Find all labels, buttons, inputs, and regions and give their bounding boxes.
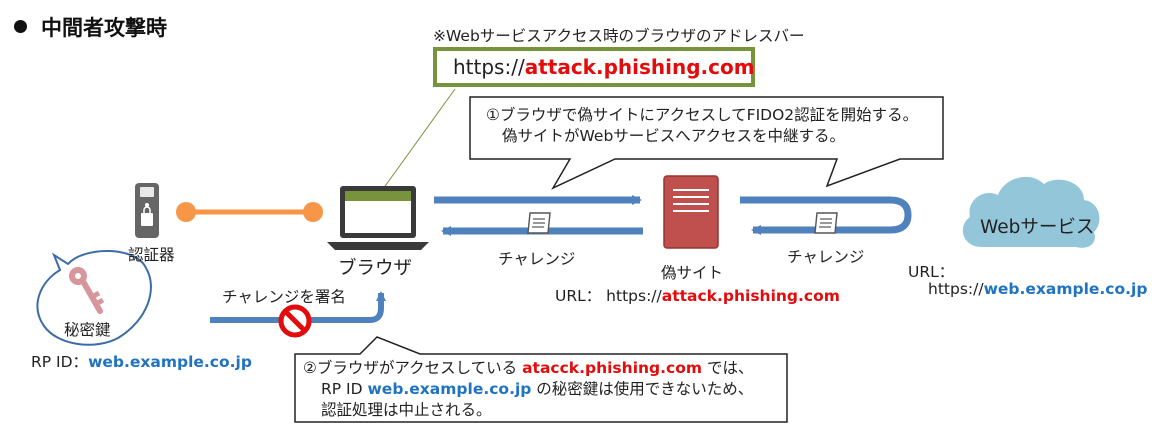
sign-challenge-label: チャレンジを署名 <box>222 288 346 306</box>
signing-path-blocked <box>210 291 386 323</box>
callout1-bubble <box>469 96 944 190</box>
address-domain: attack.phishing.com <box>524 55 755 79</box>
browser-laptop-icon <box>327 186 429 250</box>
address-prefix: https:// <box>453 55 525 79</box>
callout2-bubble <box>294 336 788 423</box>
bullet-dot <box>14 20 27 33</box>
prohibited-icon <box>278 304 312 338</box>
address-bar: https://attack.phishing.com <box>433 47 755 87</box>
challenge-label-right: チャレンジ <box>787 248 865 266</box>
challenge-label-left: チャレンジ <box>498 250 576 268</box>
fake-site-label: 偽サイト <box>661 264 724 282</box>
key-icon <box>69 267 105 314</box>
link-end-right <box>303 202 323 222</box>
fake-site-url: URL： https://attack.phishing.com <box>555 287 840 305</box>
rp-id: RP ID：web.example.co.jp <box>31 353 252 371</box>
page-title: 中間者攻撃時 <box>14 12 167 42</box>
callout2-line3: 認証処理は中止される。 <box>321 401 492 419</box>
callout1-line2: 偽サイトがWebサービスへアクセスを中継する。 <box>502 127 846 145</box>
web-service-cloud-icon <box>962 176 1100 248</box>
address-bar-leader-line <box>377 88 456 197</box>
callout2-line1: ②ブラウザがアクセスしている atacck.phishing.com では、 <box>303 359 754 377</box>
web-service-url: https://web.example.co.jp <box>928 280 1148 298</box>
web-service-label: Webサービス <box>980 217 1095 238</box>
challenge-scroll-icon <box>527 212 551 234</box>
browser-label: ブラウザ <box>338 258 413 279</box>
challenge-scroll-icon-2 <box>814 212 838 234</box>
authenticator-label: 認証器 <box>128 246 175 264</box>
callout2-text: ②ブラウザがアクセスしている atacck.phishing.com では、 R… <box>303 358 753 421</box>
callout1-line1: ①ブラウザで偽サイトにアクセスしてFIDO2認証を開始する。 <box>486 106 919 124</box>
private-key-label: 秘密鍵 <box>64 321 111 339</box>
callout2-line2: RP ID web.example.co.jp の秘密鍵は使用できないため、 <box>321 380 754 398</box>
callout1-text: ①ブラウザで偽サイトにアクセスしてFIDO2認証を開始する。 偽サイトがWebサ… <box>486 105 918 147</box>
web-service-url-label: URL： <box>908 263 955 281</box>
arrow-fake-site-to-web-service-return <box>740 196 912 235</box>
authenticator-icon <box>135 183 159 238</box>
link-end-left <box>176 202 196 222</box>
fake-site-server-icon <box>663 175 719 249</box>
address-bar-note: ※Webサービスアクセス時のブラウザのアドレスバー <box>433 27 805 45</box>
